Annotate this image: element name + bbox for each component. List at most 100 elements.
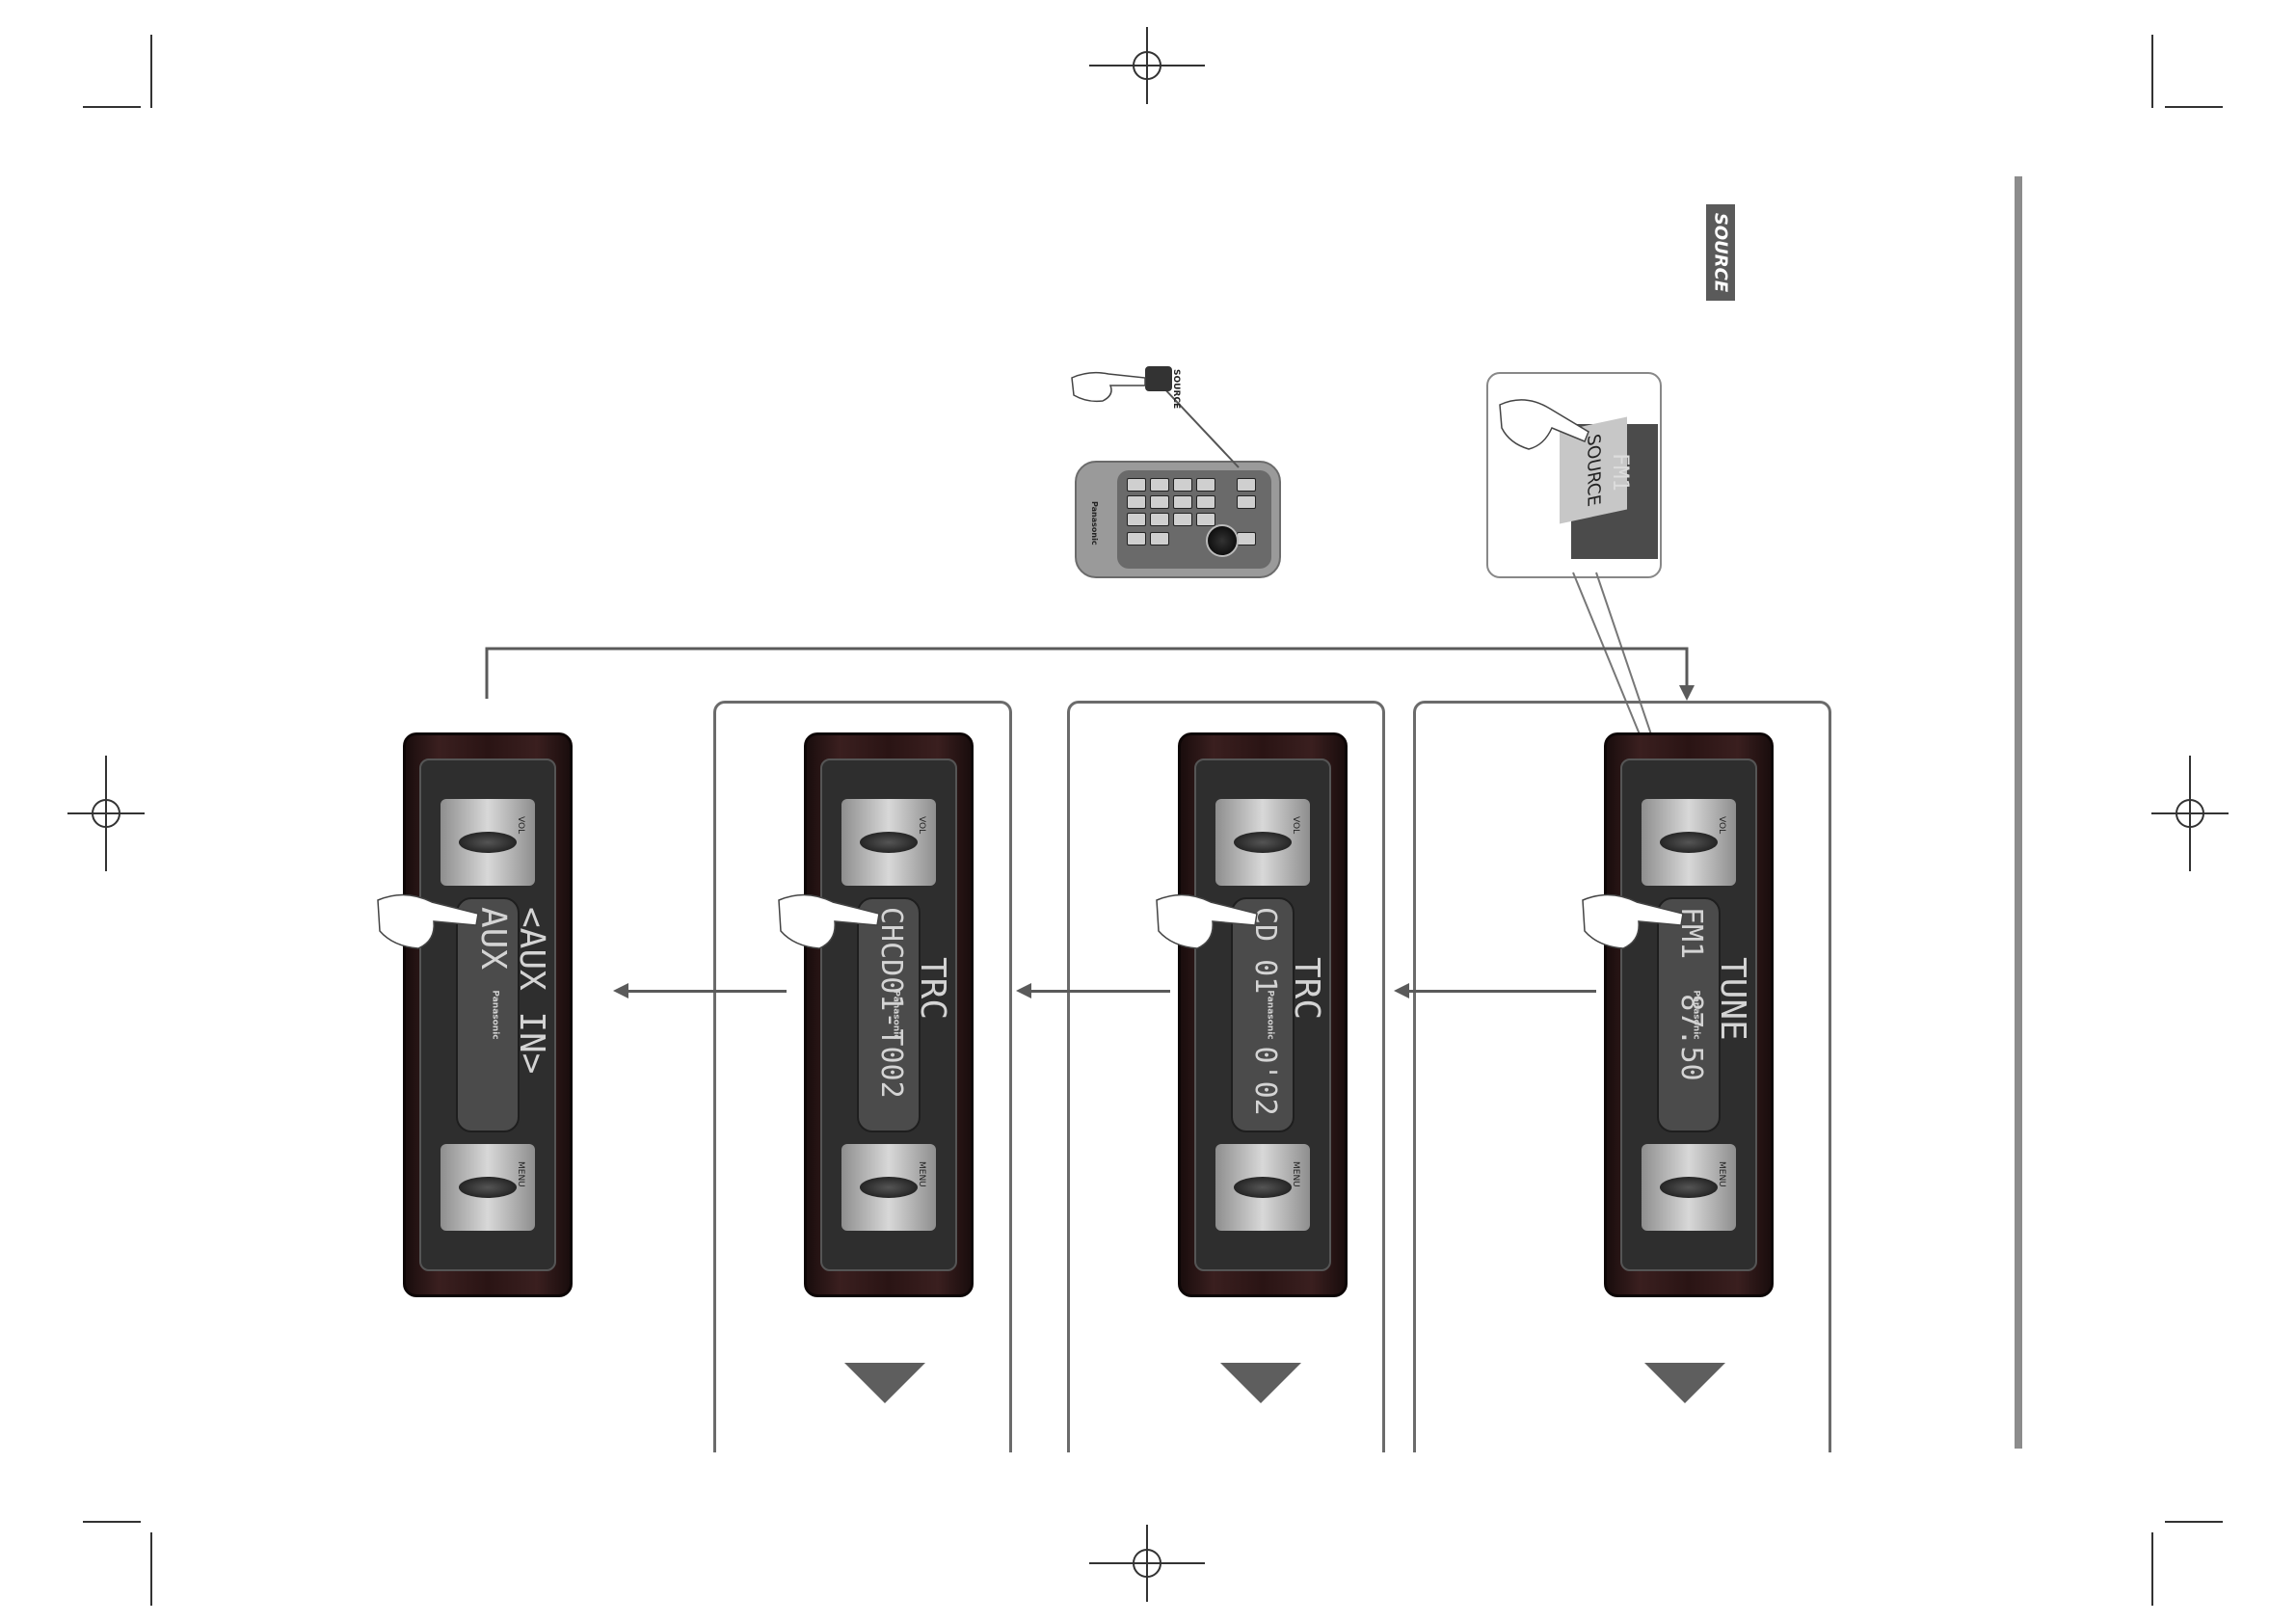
display-line-2: <AUX IN> [512,907,551,1075]
source-tab-label: SOURCE [1710,212,1731,293]
hand-pressing-unit-icon [377,893,479,949]
brand-logo: Panasonic [1265,990,1275,1040]
volume-label: VOL [1717,816,1726,835]
lcd-display: FM1 87.50 TUNE Panasonic [1657,897,1752,1132]
side-bar [2015,176,2022,1449]
crop-mark [83,106,141,108]
head-unit-fm: VOL FM1 87.50 TUNE Panasonic MENU [1604,732,1774,1297]
remote-callout-line [1161,385,1240,468]
volume-label: VOL [516,816,525,835]
lcd-display: CHCD01-T002 TRC Panasonic [857,897,952,1132]
volume-label: VOL [1291,816,1300,835]
remote-button [1237,532,1256,545]
display-line-2: TRC [913,957,952,1021]
remote-brand: Panasonic [1090,501,1099,545]
step-bracket-cd-changer [713,701,1012,1452]
hand-pressing-remote-icon [1071,371,1146,403]
remote-button [1127,495,1146,509]
remote-button [1237,478,1256,492]
crop-mark [2151,1532,2153,1606]
registration-mark-top [1089,27,1205,104]
remote-source-button [1145,366,1172,391]
volume-knob [1660,832,1718,853]
crop-mark [2165,106,2223,108]
menu-control: MENU [841,1144,936,1231]
lcd-display: AUX <AUX IN> Panasonic [456,897,551,1132]
remote-button [1173,495,1192,509]
menu-label: MENU [516,1161,525,1187]
crop-mark [2151,35,2153,108]
sequence-arrow [613,983,787,998]
head-unit-cd: VOL CD 01 0'02 TRC Panasonic MENU [1178,732,1348,1297]
volume-knob [459,832,517,853]
callout-display-text: FM1 [1608,453,1632,492]
next-step-arrow [1220,1363,1301,1403]
remote-button [1127,532,1146,545]
hand-pressing-unit-icon [1582,893,1684,949]
volume-control: VOL [1215,799,1310,886]
volume-control: VOL [841,799,936,886]
remote-button [1127,478,1146,492]
next-step-arrow [844,1363,925,1403]
brand-logo: Panasonic [490,990,500,1040]
head-unit-aux: VOL AUX <AUX IN> Panasonic MENU [403,732,573,1297]
source-section-tab: SOURCE [1706,204,1735,301]
display-line-2: TRC [1287,957,1326,1021]
step-bracket-fm [1413,701,1831,1452]
sequence-arrow [1394,983,1596,998]
volume-knob [860,832,918,853]
hand-pressing-unit-icon [1156,893,1258,949]
head-unit-cd-changer: VOL CHCD01-T002 TRC Panasonic MENU [804,732,974,1297]
menu-knob [1234,1177,1292,1198]
brand-logo: Panasonic [891,990,901,1040]
crop-mark [2165,1521,2223,1523]
registration-mark-bottom [1089,1525,1205,1602]
brand-logo: Panasonic [1691,990,1701,1040]
faceplate: VOL AUX <AUX IN> Panasonic MENU [419,758,556,1271]
remote-button [1196,478,1215,492]
remote-joystick [1206,524,1239,557]
crop-mark [150,35,152,108]
remote-button [1150,478,1169,492]
hand-pressing-unit-icon [778,893,880,949]
menu-label: MENU [917,1161,926,1187]
volume-control: VOL [441,799,535,886]
remote-button [1150,513,1169,526]
sequence-arrow [1016,983,1170,998]
menu-knob [459,1177,517,1198]
remote-button [1196,513,1215,526]
remote-button [1150,532,1169,545]
volume-knob [1234,832,1292,853]
crop-mark [83,1521,141,1523]
remote-button [1150,495,1169,509]
remote-button [1237,495,1256,509]
menu-knob [860,1177,918,1198]
loop-connector [485,647,1695,701]
step-bracket-cd [1067,701,1385,1452]
lcd-display: CD 01 0'02 TRC Panasonic [1231,897,1326,1132]
remote-keypad [1117,470,1271,569]
next-step-arrow [1644,1363,1725,1403]
volume-label: VOL [917,816,926,835]
menu-label: MENU [1291,1161,1300,1187]
hand-pressing-source-icon [1499,399,1589,450]
remote-button [1127,513,1146,526]
registration-mark-left [67,756,145,871]
volume-control: VOL [1642,799,1736,886]
remote-button [1173,513,1192,526]
remote-button [1173,478,1192,492]
menu-control: MENU [441,1144,535,1231]
remote-control: Panasonic [1075,461,1281,578]
menu-knob [1660,1177,1718,1198]
display-line-1: CHCD01-T002 [874,907,908,1099]
crop-mark [150,1532,152,1606]
remote-source-label: SOURCE [1171,369,1181,410]
menu-control: MENU [1642,1144,1736,1231]
menu-label: MENU [1717,1161,1726,1187]
faceplate: VOL CHCD01-T002 TRC Panasonic MENU [820,758,957,1271]
faceplate: VOL FM1 87.50 TUNE Panasonic MENU [1620,758,1757,1271]
display-line-1: AUX [473,907,513,971]
registration-mark-right [2151,756,2229,871]
remote-button [1196,495,1215,509]
display-line-2: TUNE [1713,957,1752,1041]
